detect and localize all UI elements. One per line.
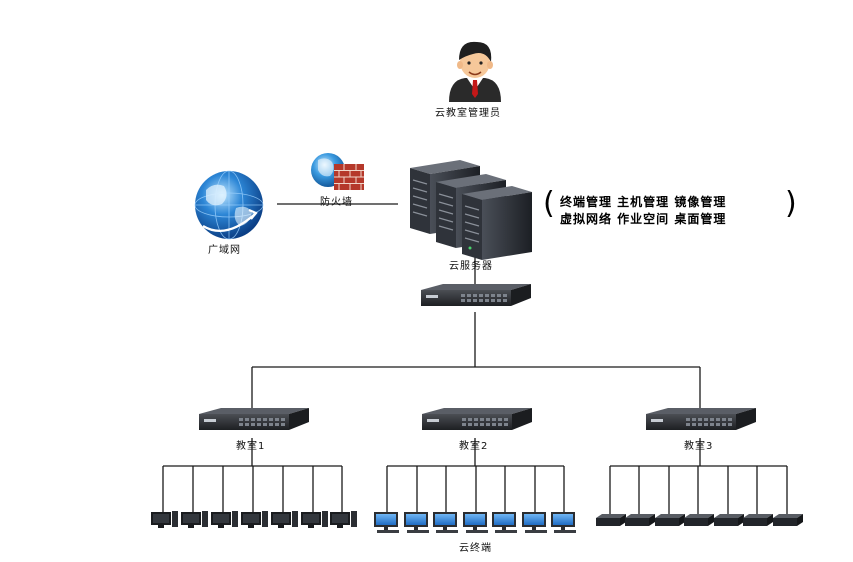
room1-terminal-icon	[271, 511, 298, 528]
room3-terminal-icon	[743, 514, 773, 526]
server-cluster-icon	[410, 160, 532, 260]
room3-terminal-icon	[684, 514, 714, 526]
connector-lines	[162, 203, 788, 515]
room3-terminals	[596, 514, 803, 526]
room2-terminal-icon	[404, 512, 429, 533]
room3-label: 教室3	[684, 441, 714, 452]
admin-person-icon	[449, 41, 501, 102]
room1-terminals	[151, 511, 357, 528]
right-paren: )	[785, 186, 797, 221]
room1-terminal-icon	[241, 511, 268, 528]
room3-switch-icon	[646, 408, 756, 430]
room3-terminal-icon	[773, 514, 803, 526]
wan-globe-icon	[194, 170, 264, 240]
core-switch-icon	[421, 284, 531, 306]
left-paren: (	[543, 186, 555, 221]
room2-switch-icon	[422, 408, 532, 430]
room2-terminal-icon	[492, 512, 517, 533]
services-line-2: 虚拟网络 作业空间 桌面管理	[560, 212, 727, 226]
room1-terminal-icon	[181, 511, 208, 528]
room2-terminal-icon	[433, 512, 458, 533]
room1-switch-icon	[199, 408, 309, 430]
room3-terminal-icon	[625, 514, 655, 526]
room3-terminal-icon	[655, 514, 685, 526]
room3-terminal-icon	[596, 514, 626, 526]
room1-terminal-icon	[211, 511, 238, 528]
firewall-icon	[311, 153, 364, 190]
firewall-label: 防火墙	[320, 197, 353, 208]
wan-label: 广域网	[208, 245, 241, 256]
room3-terminal-icon	[714, 514, 744, 526]
server-label: 云服务器	[449, 261, 493, 272]
room2-terminal-icon	[374, 512, 399, 533]
services-line-1: 终端管理 主机管理 镜像管理	[560, 195, 727, 209]
room2-terminal-icon	[522, 512, 547, 533]
room2-terminal-icon	[463, 512, 488, 533]
room1-label: 教室1	[236, 441, 266, 452]
terminal-label: 云终端	[459, 543, 492, 554]
room2-label: 教室2	[459, 441, 489, 452]
room2-terminal-icon	[551, 512, 576, 533]
room2-terminals	[374, 512, 576, 533]
room1-terminal-icon	[151, 511, 178, 528]
room1-terminal-icon	[301, 511, 328, 528]
room1-terminal-icon	[330, 511, 357, 528]
admin-label: 云教室管理员	[435, 108, 501, 119]
